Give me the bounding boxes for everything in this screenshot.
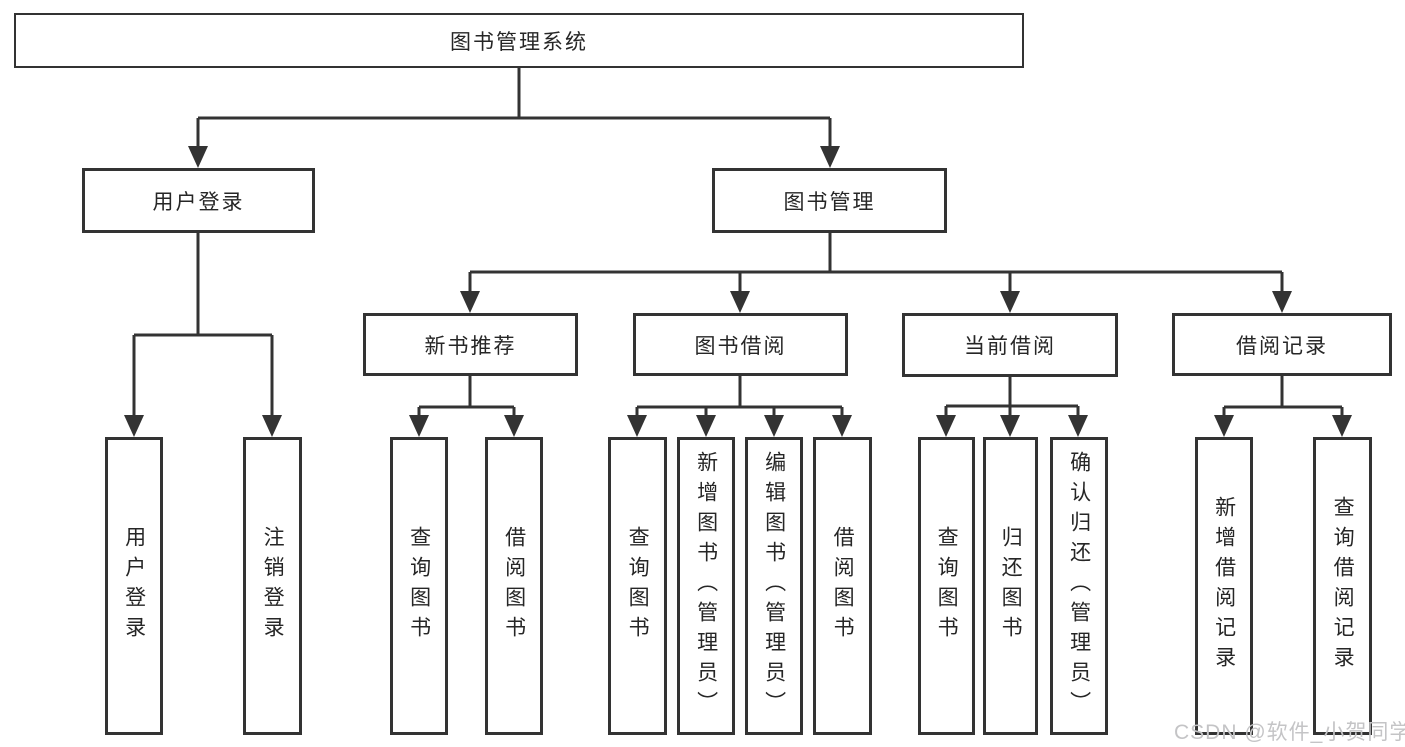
node-current-borrow: 当前借阅 [902, 313, 1118, 377]
leaf-cb-query-books-label: 查询图书 [935, 526, 959, 646]
leaf-cb-confirm-return-admin: 确认归还（管理员） [1050, 437, 1108, 735]
node-book-borrow-label: 图书借阅 [694, 334, 787, 358]
leaf-logout-login: 注销登录 [243, 437, 302, 735]
node-book-mgmt-label: 图书管理 [783, 190, 876, 214]
csdn-watermark: CSDN @软件_小贺同学 [1174, 721, 1405, 744]
node-current-borrow-label: 当前借阅 [964, 335, 1056, 358]
node-book-mgmt: 图书管理 [712, 168, 947, 233]
leaf-bb-query-books-label: 查询图书 [626, 526, 650, 646]
leaf-cb-confirm-return-admin-label: 确认归还（管理员） [1067, 451, 1091, 721]
connector-book-borrow-to-leaves [627, 376, 852, 437]
connector-borrow-records-to-leaves [1214, 376, 1352, 437]
node-book-borrow: 图书借阅 [633, 313, 848, 376]
leaf-bb-add-books-admin: 新增图书（管理员） [677, 437, 735, 735]
leaf-logout-login-label: 注销登录 [261, 526, 285, 646]
leaf-cb-return-books-label: 归还图书 [999, 526, 1023, 646]
connector-root-to-level2 [188, 68, 840, 168]
leaf-rec-query-books: 查询图书 [390, 437, 448, 735]
leaf-user-login-label: 用户登录 [122, 526, 146, 646]
connector-current-borrow-to-leaves [936, 377, 1088, 437]
node-root: 图书管理系统 [14, 13, 1024, 68]
leaf-br-query-record-label: 查询借阅记录 [1331, 496, 1355, 676]
leaf-bb-edit-books-admin: 编辑图书（管理员） [745, 437, 803, 735]
leaf-br-query-record: 查询借阅记录 [1313, 437, 1372, 735]
node-new-book-rec: 新书推荐 [363, 313, 578, 376]
node-user-login-label: 用户登录 [152, 190, 245, 214]
leaf-user-login: 用户登录 [105, 437, 163, 735]
node-new-book-rec-label: 新书推荐 [424, 334, 517, 358]
leaf-cb-query-books: 查询图书 [918, 437, 975, 735]
leaf-rec-borrow-books: 借阅图书 [485, 437, 543, 735]
connector-book-mgmt-to-level3 [460, 233, 1292, 313]
leaf-br-add-record-label: 新增借阅记录 [1212, 496, 1236, 676]
leaf-rec-borrow-books-label: 借阅图书 [502, 526, 526, 646]
leaf-bb-add-books-admin-label: 新增图书（管理员） [694, 451, 718, 721]
connector-user-login-to-leaves [124, 233, 282, 437]
node-borrow-records-label: 借阅记录 [1236, 334, 1328, 358]
node-root-label: 图书管理系统 [450, 30, 588, 54]
leaf-bb-query-books: 查询图书 [608, 437, 667, 735]
leaf-rec-query-books-label: 查询图书 [407, 526, 431, 646]
leaf-bb-edit-books-admin-label: 编辑图书（管理员） [762, 451, 786, 721]
node-borrow-records: 借阅记录 [1172, 313, 1392, 376]
leaf-br-add-record: 新增借阅记录 [1195, 437, 1253, 735]
node-user-login: 用户登录 [82, 168, 315, 233]
leaf-bb-borrow-books: 借阅图书 [813, 437, 872, 735]
leaf-bb-borrow-books-label: 借阅图书 [831, 526, 855, 646]
leaf-cb-return-books: 归还图书 [983, 437, 1038, 735]
connector-new-book-rec-to-leaves [409, 376, 524, 437]
